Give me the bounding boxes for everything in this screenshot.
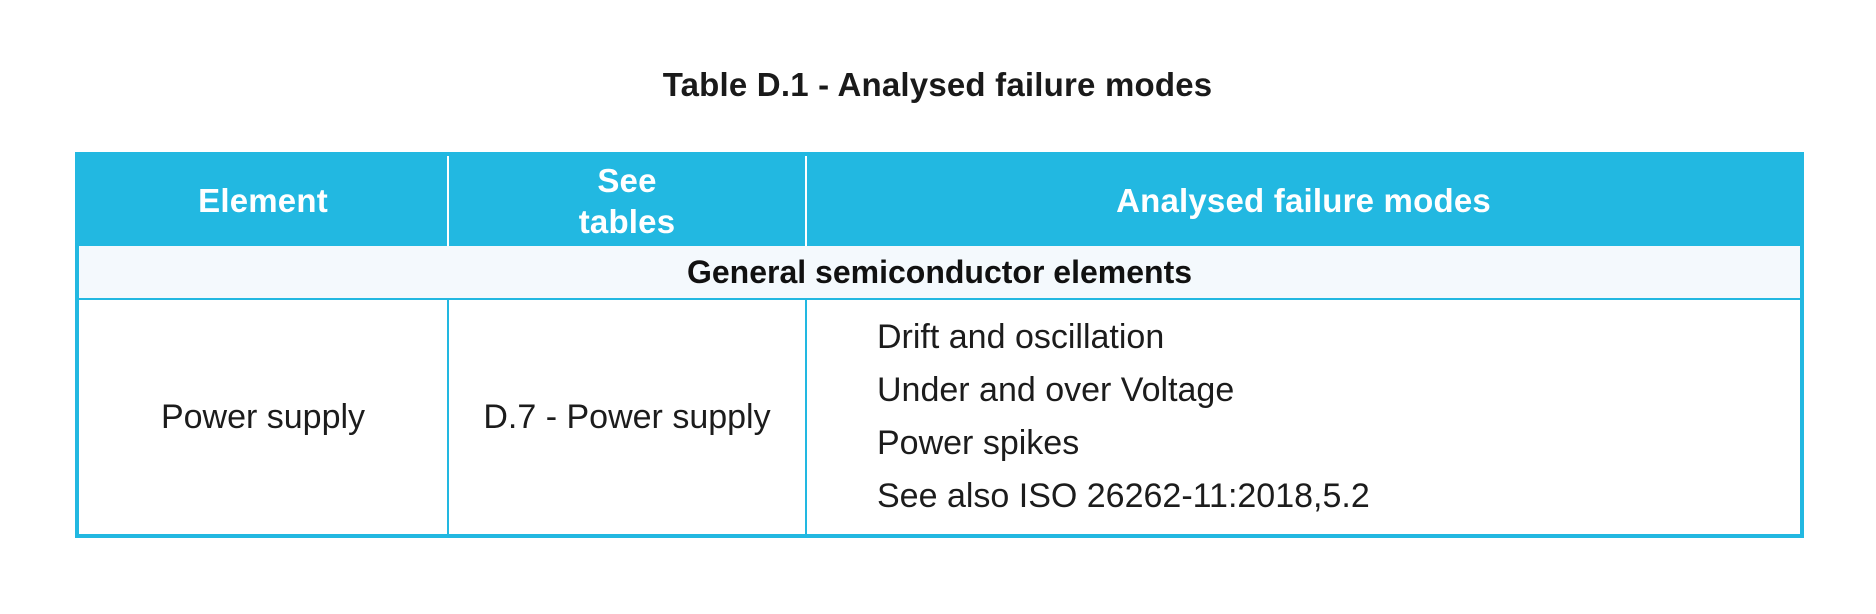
column-header-see-tables-label: See tables [578, 161, 676, 240]
failure-modes-list: Drift and oscillation Under and over Vol… [807, 311, 1800, 523]
failure-modes-table: Element See tables Analysed failure mode… [75, 152, 1804, 538]
column-header-analysed-failure-modes: Analysed failure modes [806, 154, 1802, 246]
section-header-row: General semiconductor elements [77, 246, 1802, 300]
column-header-see-tables: See tables [448, 154, 807, 246]
section-header-label: General semiconductor elements [77, 246, 1802, 300]
table-caption: Table D.1 - Analysed failure modes [662, 66, 1213, 103]
failure-mode-item: Drift and oscillation [877, 318, 1165, 356]
table-header-row: Element See tables Analysed failure mode… [77, 154, 1802, 246]
cell-failure-modes: Drift and oscillation Under and over Vol… [806, 299, 1802, 536]
cell-element: Power supply [77, 299, 449, 536]
cell-see-tables: D.7 - Power supply [448, 299, 807, 536]
table-row-power-supply: Power supply D.7 - Power supply Drift an… [77, 299, 1802, 536]
failure-mode-item: See also ISO 26262-11:2018,5.2 [877, 477, 1370, 515]
column-header-element: Element [77, 154, 449, 246]
failure-mode-item: Under and over Voltage [877, 371, 1235, 409]
failure-mode-item: Power spikes [877, 424, 1080, 462]
